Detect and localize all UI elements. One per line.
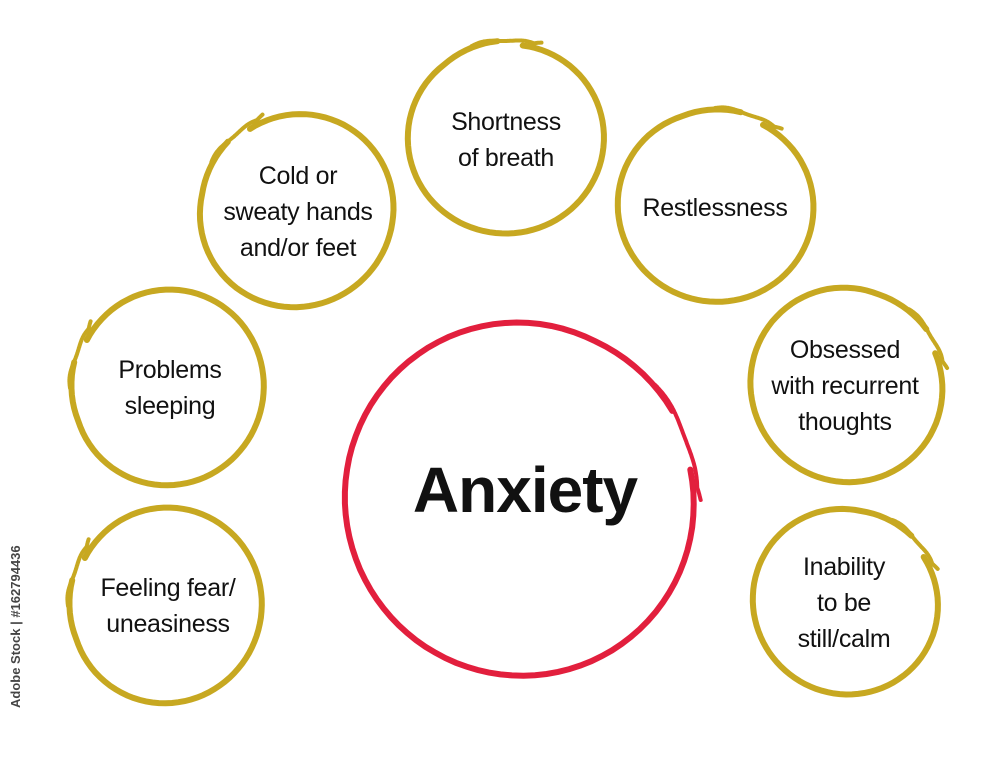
node-line: thoughts bbox=[798, 408, 892, 436]
node-text-restlessness: Restlessness bbox=[642, 190, 787, 226]
node-text-inability: Inability to be still/calm bbox=[798, 549, 891, 657]
ring-obsessed bbox=[747, 284, 946, 486]
node-text-feeling-fear: Feeling fear/uneasiness bbox=[100, 570, 235, 642]
node-line: of breath bbox=[458, 144, 554, 172]
ring-problems-sleeping bbox=[68, 286, 267, 489]
ring-restlessness-tail bbox=[713, 105, 784, 131]
ring-obsessed-tail bbox=[907, 307, 950, 370]
ring-feeling-fear bbox=[66, 504, 265, 707]
node-line: sweaty hands bbox=[223, 198, 373, 226]
ring-shortness bbox=[404, 38, 607, 237]
node-text-problems-sleeping: Problems sleeping bbox=[118, 352, 222, 424]
node-line: uneasiness bbox=[106, 610, 230, 638]
node-line: to be bbox=[816, 589, 872, 617]
node-line: and/or feet bbox=[239, 234, 357, 262]
node-line: sleeping bbox=[124, 392, 216, 420]
node-text-cold-hands: Cold or sweaty hands and/or feet bbox=[223, 158, 373, 266]
ring-problems-sleeping-tail bbox=[67, 319, 93, 390]
node-label-inability: Inability to be still/calm bbox=[756, 533, 932, 673]
center-label: Anxiety bbox=[412, 454, 638, 526]
node-line: Restlessness bbox=[642, 194, 788, 222]
ring-feeling-fear-tail bbox=[65, 537, 91, 608]
ring-center bbox=[341, 319, 697, 679]
ring-inability-tail bbox=[890, 517, 940, 571]
node-line: with recurrent bbox=[771, 372, 919, 400]
node-label-cold-hands: Cold or sweaty hands and/or feet bbox=[210, 142, 386, 282]
ring-cold-hands-tail bbox=[209, 112, 265, 164]
stock-watermark: Adobe Stock | #162794436 bbox=[8, 545, 23, 708]
node-label-problems-sleeping: Problems sleeping bbox=[82, 318, 258, 458]
node-line: Cold or bbox=[258, 162, 338, 190]
ring-restlessness bbox=[614, 106, 817, 305]
ring-shortness-tail bbox=[469, 38, 544, 48]
node-text-obsessed: Obsessed with recurrent thoughts bbox=[771, 332, 919, 440]
node-text-shortness: Shortness of breath bbox=[451, 104, 561, 176]
node-label-restlessness: Restlessness bbox=[627, 138, 803, 278]
node-line: Feeling fear/ bbox=[100, 574, 236, 602]
node-line: Shortness bbox=[451, 108, 561, 136]
node-label-obsessed: Obsessed with recurrent thoughts bbox=[757, 316, 933, 456]
ring-inability bbox=[749, 505, 941, 698]
node-line: still/calm bbox=[797, 625, 891, 653]
node-line: Inability bbox=[802, 553, 886, 581]
node-line: Problems bbox=[118, 356, 222, 384]
node-label-feeling-fear: Feeling fear/uneasiness bbox=[80, 536, 256, 676]
node-label-shortness: Shortness of breath bbox=[418, 70, 594, 210]
ring-cold-hands bbox=[196, 111, 397, 311]
ring-center-tail bbox=[653, 382, 703, 502]
node-line: Obsessed bbox=[789, 336, 901, 364]
